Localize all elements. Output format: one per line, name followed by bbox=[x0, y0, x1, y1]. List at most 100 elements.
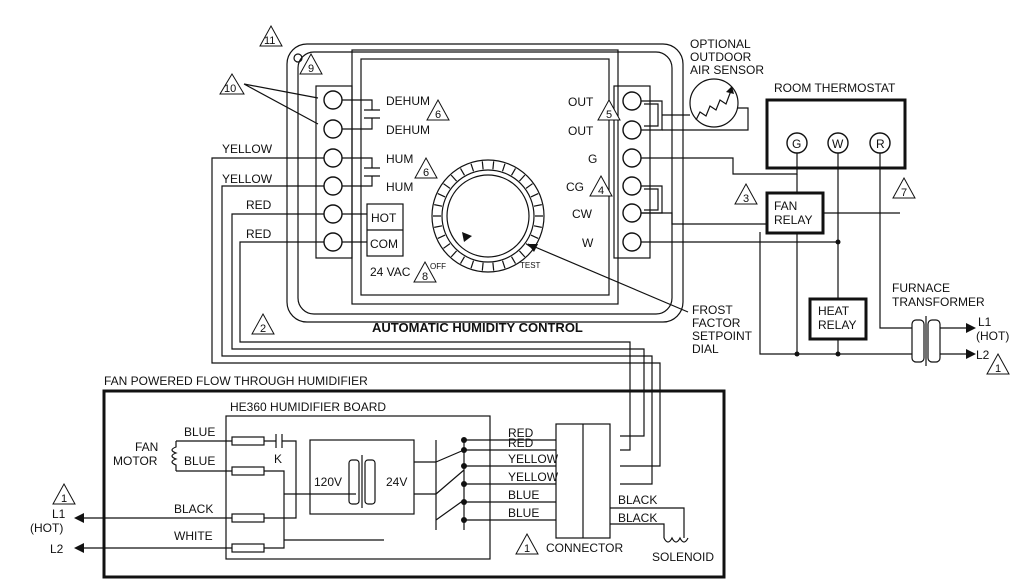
control-faceplate-inner bbox=[360, 58, 610, 296]
out-label-1: OUT bbox=[568, 95, 594, 109]
humidifier-title: FAN POWERED FLOW THROUGH HUMIDIFIER bbox=[104, 374, 368, 388]
sensor-circle bbox=[689, 78, 739, 128]
terminal-dehum-2 bbox=[323, 119, 343, 139]
solenoid-black-label-1: BLACK bbox=[618, 493, 657, 507]
terminal-out-2 bbox=[622, 120, 642, 140]
hum-label-2: HUM bbox=[386, 180, 413, 194]
wire-cw bbox=[641, 212, 767, 225]
terminal-out-1 bbox=[622, 91, 642, 111]
transformer-label-2: TRANSFORMER bbox=[892, 295, 985, 309]
thermistor-symbol bbox=[695, 87, 733, 121]
g-label: G bbox=[588, 152, 597, 166]
frost-label-4: DIAL bbox=[692, 342, 719, 356]
note-6b: 6 bbox=[414, 156, 438, 179]
connector-wire-label: RED bbox=[508, 436, 534, 450]
svg-text:1: 1 bbox=[524, 543, 530, 555]
note-9: 9 bbox=[299, 52, 323, 75]
note-1-connector: 1 bbox=[515, 532, 539, 555]
l2-arrow bbox=[966, 349, 976, 359]
mains-l2-arrow bbox=[74, 543, 84, 553]
connector-label: CONNECTOR bbox=[546, 541, 623, 555]
fan-relay-label-1: FAN bbox=[774, 199, 797, 213]
wire-yellow-label-2: YELLOW bbox=[222, 172, 273, 186]
cg-cw-jumper bbox=[641, 185, 663, 214]
fan-relay-label-2: RELAY bbox=[774, 213, 812, 227]
note-10-leaders bbox=[243, 83, 319, 125]
svg-text:4: 4 bbox=[598, 185, 604, 197]
note-markers: 11 9 10 6 6 5 4 8 3 7 2 1 1 1 bbox=[52, 24, 1010, 555]
svg-text:1: 1 bbox=[995, 363, 1001, 375]
cw-label: CW bbox=[572, 207, 593, 221]
blue-label-2: BLUE bbox=[184, 454, 215, 468]
wire-r-to-transformer bbox=[879, 153, 912, 329]
solenoid-black-label-2: BLACK bbox=[618, 511, 657, 525]
terminal-hum-2 bbox=[323, 176, 343, 196]
l1-arrow bbox=[966, 323, 976, 333]
humidity-control: AUTOMATIC HUMIDITY CONTROL DEHUM DEHUM H… bbox=[286, 43, 684, 335]
cg-label: CG bbox=[566, 180, 584, 194]
control-to-humidifier-wiring: YELLOW YELLOW RED RED bbox=[211, 142, 661, 485]
fan-motor-label-1: FAN bbox=[135, 440, 158, 454]
humidifier-box bbox=[102, 389, 726, 579]
sensor-label-1: OPTIONAL bbox=[690, 37, 751, 51]
room-thermostat: ROOM THERMOSTAT G W R bbox=[765, 81, 907, 170]
humidifier: FAN POWERED FLOW THROUGH HUMIDIFIER HE36… bbox=[30, 374, 726, 579]
svg-text:9: 9 bbox=[308, 63, 314, 75]
terminal-dehum-1 bbox=[323, 90, 343, 110]
connector-wire-label: BLUE bbox=[508, 506, 539, 520]
frost-label-1: FROST bbox=[692, 303, 733, 317]
control-title: AUTOMATIC HUMIDITY CONTROL bbox=[372, 320, 583, 335]
black-label: BLACK bbox=[174, 502, 213, 516]
note-2: 2 bbox=[251, 312, 275, 335]
spade-fan-1 bbox=[231, 436, 265, 446]
outdoor-air-sensor: OPTIONAL OUTDOOR AIR SENSOR bbox=[662, 37, 764, 131]
terminal-g bbox=[622, 148, 642, 168]
com-label: COM bbox=[370, 237, 398, 251]
spade-fan-2 bbox=[231, 466, 265, 476]
transformer-hot-label: (HOT) bbox=[976, 329, 1009, 343]
fan-motor-label-2: MOTOR bbox=[113, 454, 158, 468]
connector-wire-label: YELLOW bbox=[508, 470, 559, 484]
terminal-cw bbox=[622, 203, 642, 223]
control-inner-housing bbox=[297, 51, 673, 315]
dial-pointer bbox=[462, 232, 472, 242]
svg-text:5: 5 bbox=[606, 109, 612, 121]
dehum-contact bbox=[342, 99, 380, 130]
hot-label: HOT bbox=[371, 211, 397, 225]
wire-red-2 bbox=[239, 241, 631, 451]
transformer-label-1: FURNACE bbox=[892, 281, 950, 295]
terminal-com bbox=[323, 232, 343, 252]
hum-label-1: HUM bbox=[386, 152, 413, 166]
heat-relay-label-1: HEAT bbox=[818, 304, 850, 318]
frost-factor-callout: FROST FACTOR SETPOINT DIAL bbox=[527, 243, 753, 356]
mounting-hole bbox=[293, 53, 303, 63]
thermostat-g-label: G bbox=[792, 137, 801, 151]
relay-k-contact bbox=[264, 434, 297, 519]
board-transformer bbox=[309, 439, 415, 515]
svg-text:6: 6 bbox=[435, 109, 441, 121]
heat-relay-label-2: RELAY bbox=[818, 318, 856, 332]
spade-black bbox=[231, 513, 265, 523]
left-terminal-block bbox=[315, 85, 353, 259]
note-10: 10 bbox=[219, 73, 245, 95]
dehum-label-1: DEHUM bbox=[386, 94, 430, 108]
terminal-hum-1 bbox=[323, 148, 343, 168]
note-1-mains: 1 bbox=[52, 482, 76, 505]
white-label: WHITE bbox=[174, 529, 213, 543]
wire-red-label-2: RED bbox=[246, 227, 272, 241]
right-terminals bbox=[622, 91, 642, 252]
svg-text:2: 2 bbox=[260, 323, 266, 335]
power-label: 24 VAC bbox=[370, 265, 411, 279]
mains-hot-label: (HOT) bbox=[30, 521, 63, 535]
connector-wire-label: RED bbox=[508, 426, 534, 440]
note-11: 11 bbox=[259, 24, 283, 47]
w-label: W bbox=[582, 236, 594, 250]
v120-label: 120V bbox=[314, 475, 342, 489]
svg-text:1: 1 bbox=[61, 493, 67, 505]
transformer-l1-label: L1 bbox=[978, 315, 992, 329]
thermostat-w-label: W bbox=[832, 137, 844, 151]
note-3: 3 bbox=[734, 182, 758, 205]
transformer-l2-label: L2 bbox=[976, 348, 990, 362]
svg-text:7: 7 bbox=[901, 187, 907, 199]
